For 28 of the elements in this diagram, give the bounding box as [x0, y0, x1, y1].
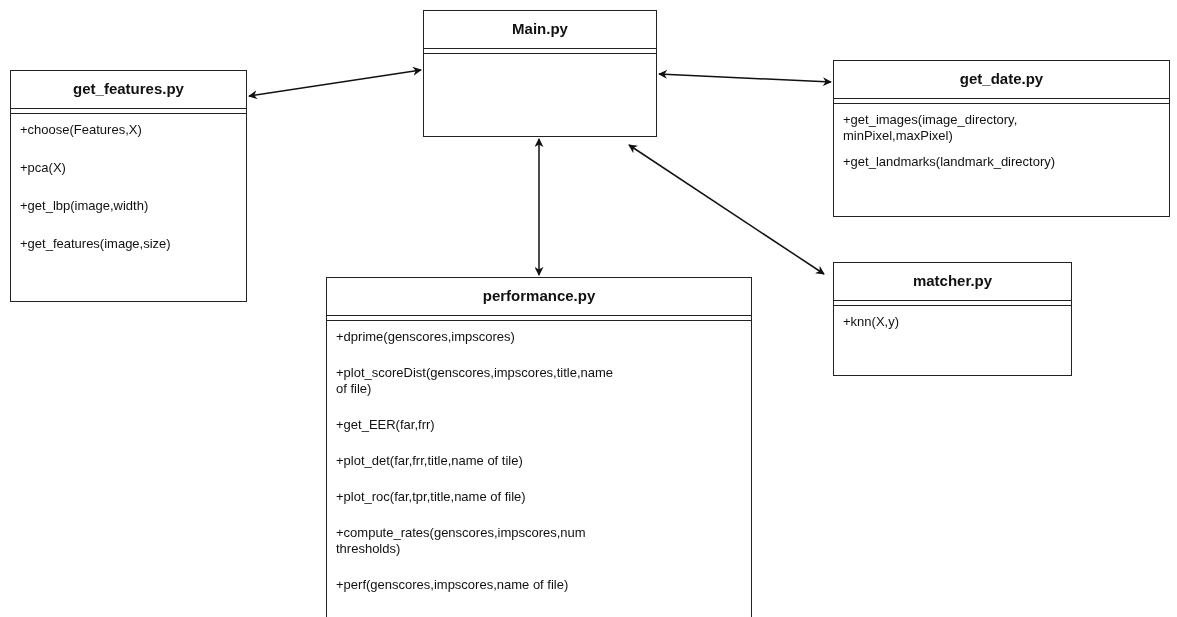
class-name: get_date.py	[959, 69, 1044, 90]
arrow	[248, 66, 422, 100]
method-text: +get_images(image_directory, minPixel,maxPixel)	[843, 112, 1019, 144]
class-box	[326, 277, 752, 617]
method-text: +dprime(genscores,impscores)	[336, 329, 516, 345]
method-text: +choose(Features,X)	[20, 122, 143, 138]
method-text: +get_features(image,size)	[20, 236, 172, 252]
arrow	[628, 144, 825, 275]
class-name: matcher.py	[912, 271, 993, 292]
method-text: +compute_rates(genscores,impscores,num thresholds)	[336, 525, 587, 557]
method-text: +plot_scoreDist(genscores,impscores,title,name of file)	[336, 365, 615, 397]
class-box	[833, 60, 1170, 217]
method-text: +get_landmarks(landmark_directory)	[843, 154, 1057, 170]
method-text: +plot_det(far,frr,title,name of tile)	[336, 453, 524, 469]
class-name: performance.py	[482, 286, 596, 307]
method-text: +knn(X,y)	[843, 314, 900, 330]
method-text: +plot_roc(far,tpr,title,name of file)	[336, 489, 527, 505]
class-box	[10, 70, 247, 302]
method-text: +get_lbp(image,width)	[20, 198, 150, 214]
class-box	[423, 10, 657, 137]
class-name: Main.py	[512, 19, 568, 40]
method-text: +get_EER(far,frr)	[336, 417, 436, 433]
method-text: +pca(X)	[20, 160, 67, 176]
class-name: get_features.py	[73, 79, 184, 100]
class-box	[833, 262, 1072, 376]
arrow	[658, 69, 832, 87]
arrow	[534, 138, 544, 276]
method-text: +perf(genscores,impscores,name of file)	[336, 577, 570, 593]
